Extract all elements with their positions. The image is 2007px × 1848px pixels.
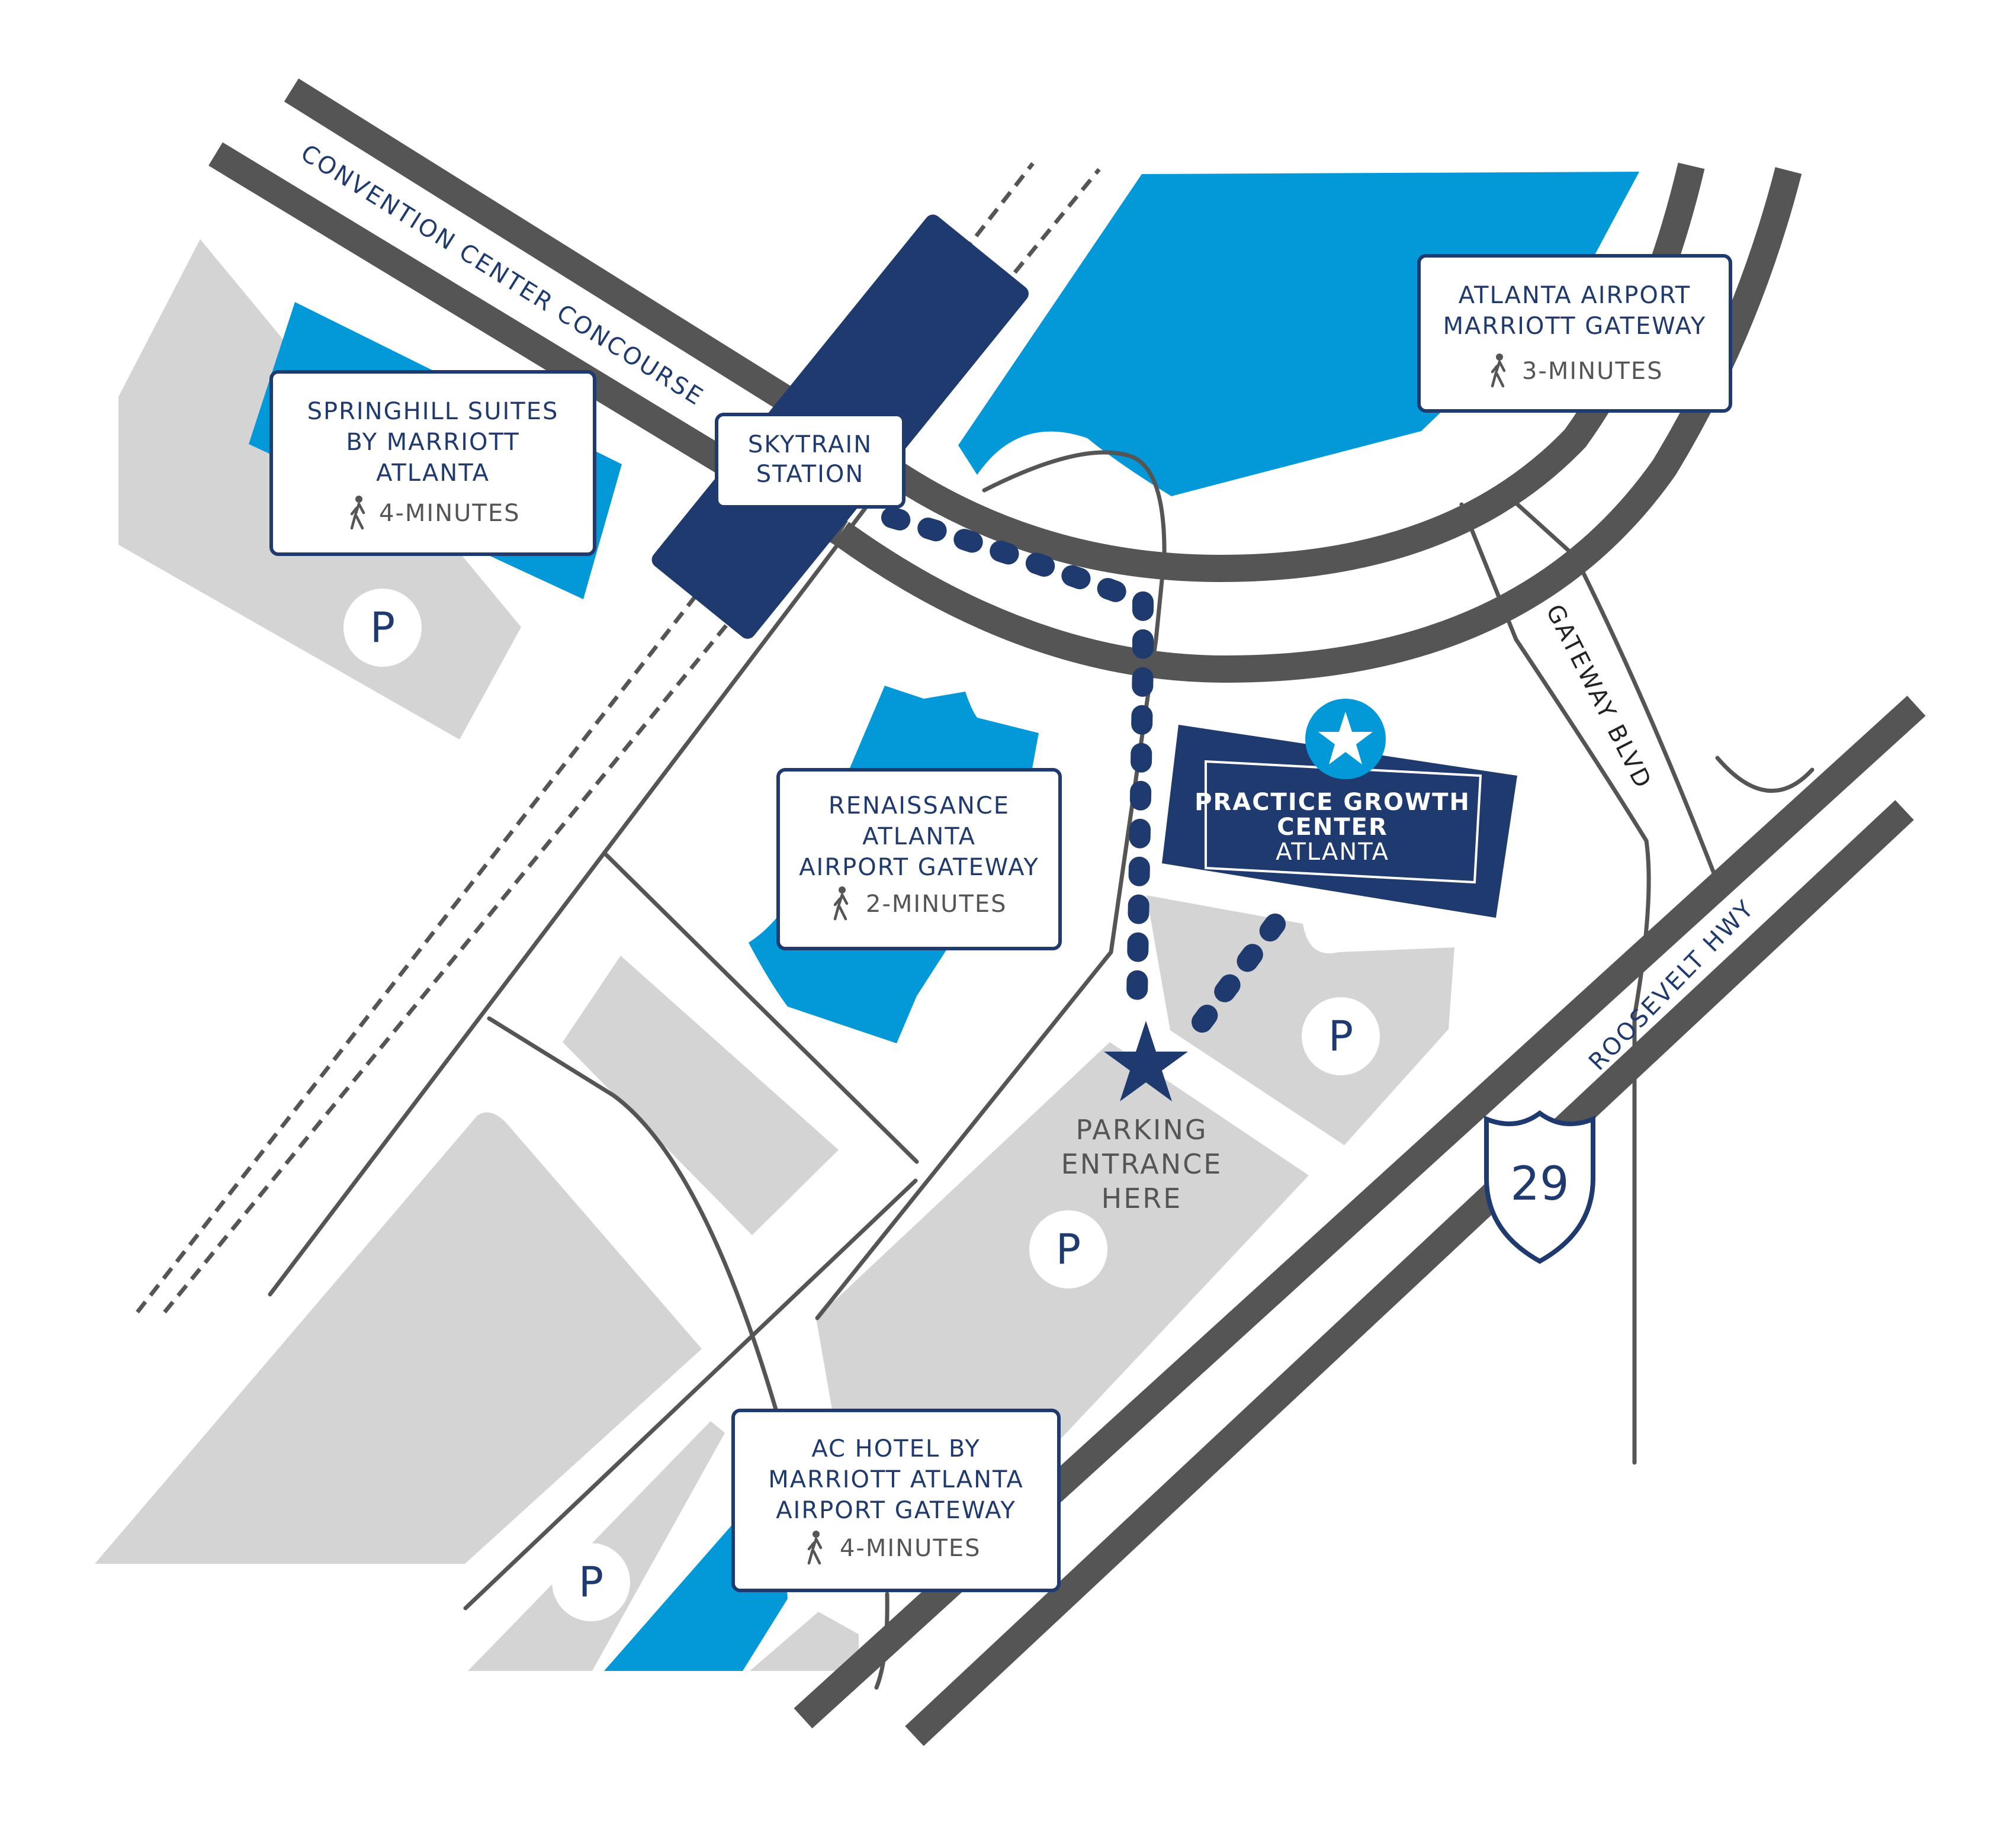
lot-big-left [95,1112,702,1564]
route-skytrain-to-parking [881,507,1154,1005]
hotel-name-line1: SPRINGHILL SUITES [307,398,559,425]
walk-time: 2-MINUTES [866,891,1007,918]
street-cross-1 [604,853,919,1164]
parking-symbol: P [1328,1012,1353,1060]
rail-lines [136,162,1101,1314]
hotel-name-line1: RENAISSANCE [829,792,1010,819]
hotel-name-line1: ATLANTA AIRPORT [1459,282,1691,309]
destination-practice-growth-center: PRACTICE GROWTH CENTER ATLANTA [1162,699,1517,918]
street-diagonal-south [463,1178,918,1611]
water-lake [958,172,1639,496]
roosevelt-hwy-2 [905,800,1914,1746]
walk-time: 4-MINUTES [379,500,521,527]
hotel-name-line2: MARRIOTT ATLANTA [768,1466,1024,1493]
street-cross-2 [487,1016,778,1412]
parking-markers: P P P P [343,589,1380,1621]
interstate-number: 29 [1510,1158,1569,1211]
street-gateway-2 [1499,488,1720,885]
hotel-label-springhill: SPRINGHILL SUITES BY MARRIOTT ATLANTA 4-… [269,370,596,556]
star-icon [1104,1021,1188,1101]
streets [268,450,1815,1690]
lot-left-diamond [563,956,839,1235]
parking-entrance-line3: HERE [1102,1182,1183,1214]
destination-line3: ATLANTA [1276,838,1389,866]
hotel-name-line1: AC HOTEL BY [811,1435,980,1463]
street-loop [982,450,1167,954]
skytrain-label-line2: STATION [756,461,865,488]
parking-symbol: P [370,603,395,652]
interstate-shield-icon: 29 [1484,1110,1595,1264]
walking-route [881,507,1299,1033]
hotel-label-renaissance: RENAISSANCE ATLANTA AIRPORT GATEWAY 2-MI… [776,768,1062,950]
hotel-name-line2: BY MARRIOTT [346,429,519,456]
parking-marker-springhill: P [343,589,422,667]
destination-line2: CENTER [1277,814,1388,841]
parking-symbol: P [1056,1225,1081,1274]
skytrain-label: SKYTRAIN STATION [715,413,905,509]
parking-marker-ac: P [552,1543,630,1621]
parking-entrance-line2: ENTRANCE [1061,1148,1223,1180]
destination-line1: PRACTICE GROWTH [1194,789,1470,816]
star-badge-icon [1305,699,1386,779]
parking-symbol: P [579,1558,603,1606]
hotel-name-line2: ATLANTA [862,823,976,850]
parking-marker-east: P [1302,997,1380,1075]
parking-lots [95,239,1454,1671]
parking-marker-main: P [1029,1210,1107,1288]
route-parking-to-center [1192,895,1299,1033]
rail-line-2 [163,168,1101,1314]
parking-entrance-line1: PARKING [1075,1114,1208,1146]
hotel-name-line3: AIRPORT GATEWAY [776,1497,1016,1524]
hotel-name-line3: AIRPORT GATEWAY [799,854,1039,881]
skytrain-label-line1: SKYTRAIN [748,431,872,458]
street-diagonal-mid [815,950,1113,1320]
hotel-label-marriott-gateway: ATLANTA AIRPORT MARRIOTT GATEWAY 3-MINUT… [1417,254,1732,413]
street-ramp-east [1715,756,1815,793]
walk-time: 3-MINUTES [1522,358,1664,385]
lot-bottom-right [750,1612,859,1671]
hotel-label-ac-hotel: AC HOTEL BY MARRIOTT ATLANTA AIRPORT GAT… [731,1409,1061,1592]
convention-concourse-road-1 [284,78,849,445]
walk-time: 4-MINUTES [840,1535,981,1562]
parking-entrance-label: PARKING ENTRANCE HERE [1061,1114,1223,1214]
lot-east [1147,895,1454,1145]
hotel-name-line3: ATLANTA [376,459,490,487]
hotel-name-line2: MARRIOTT GATEWAY [1443,313,1707,340]
rail-line-1 [136,162,1035,1314]
street-diagonal-west [268,483,885,1297]
